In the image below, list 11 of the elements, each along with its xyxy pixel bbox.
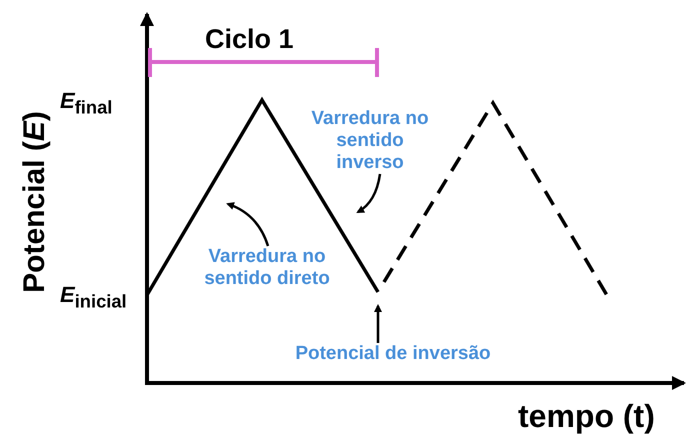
annotation-text: Potencial de inversão [258, 343, 528, 365]
annotation-text: Varredura no sentido direto [196, 246, 338, 290]
annotation-text: Varredura no sentido inverso [300, 108, 440, 174]
axis-title: Potencial (E) [18, 110, 52, 295]
arrow [226, 202, 270, 246]
axis-title: tempo (t) [518, 398, 655, 435]
axis-tick-label: E$_{final}$ [60, 88, 112, 118]
axis-tick-label: E$_{inicial}$ [60, 282, 127, 312]
cycle-label: Ciclo 1 [205, 24, 294, 55]
arrow [374, 304, 382, 343]
arrow [356, 174, 382, 214]
